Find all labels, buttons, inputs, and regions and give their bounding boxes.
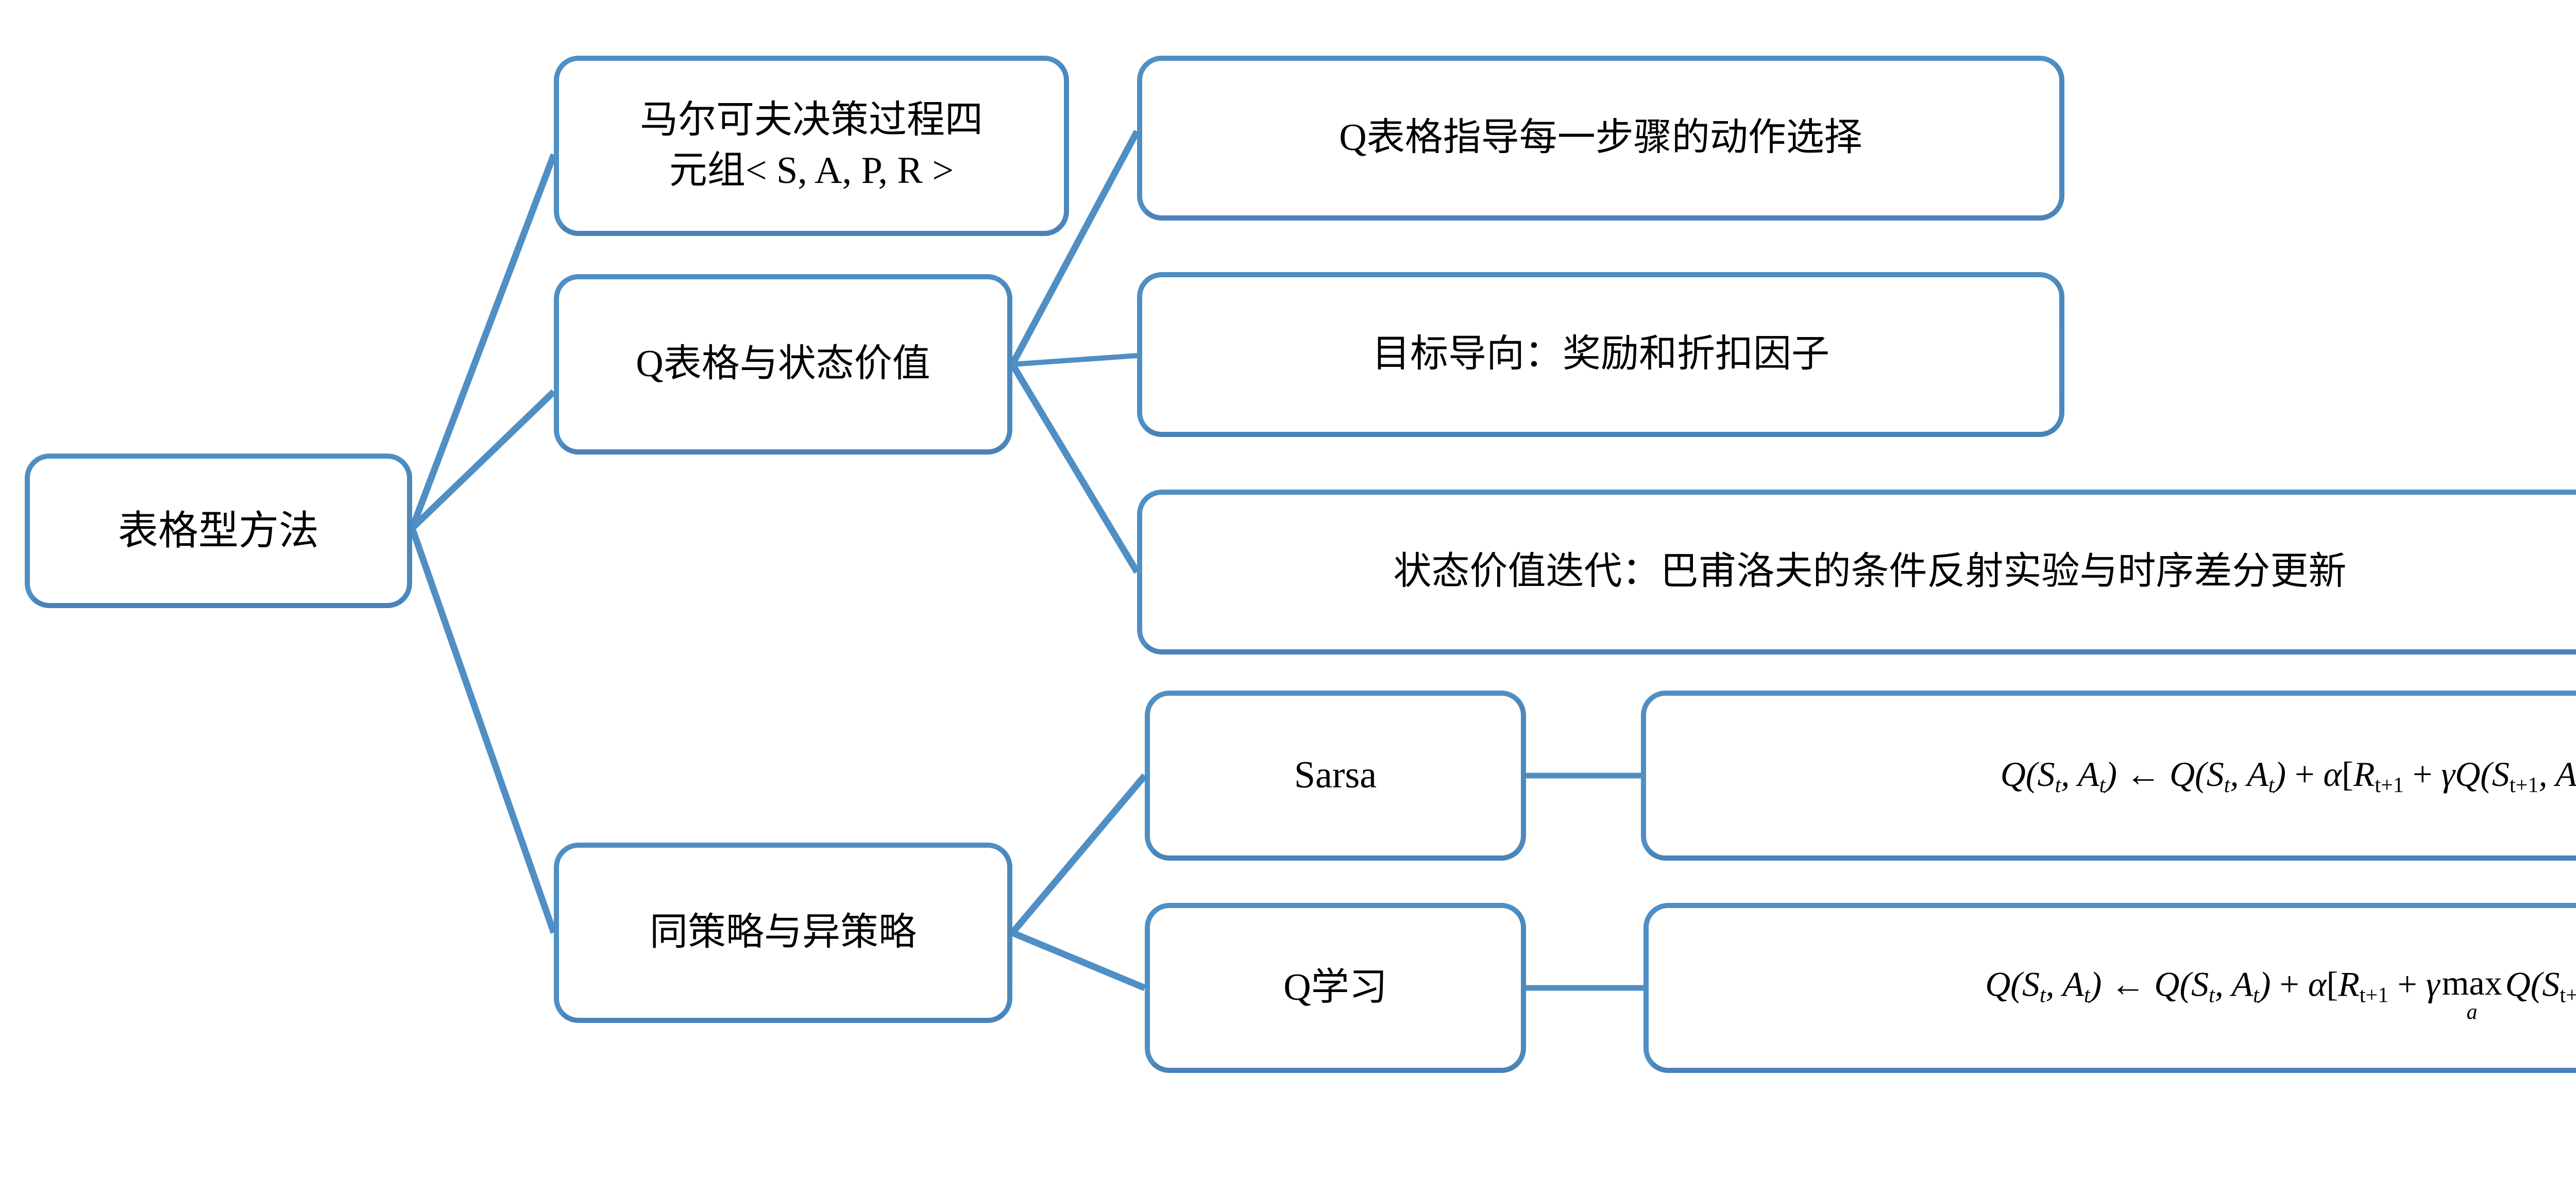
- node-value-iteration-label: 状态价值迭代：巴甫洛夫的条件反射实验与时序差分更新: [1393, 550, 2347, 593]
- edge-policy-to-qlearning: [1011, 929, 1146, 992]
- node-q-learning-label: Q学习: [1283, 966, 1387, 1009]
- node-mdp-tuple-label: 马尔可夫决策过程四 元组< S, A, P, R >: [640, 99, 983, 192]
- edge-root-to-mdp: [409, 153, 557, 530]
- edge-qtable-to-reward: [1012, 353, 1138, 367]
- edge-qtable-to-value: [1009, 362, 1140, 574]
- node-action-selection-label: Q表格指导每一步骤的动作选择: [1339, 116, 1862, 159]
- node-action-selection[interactable]: Q表格指导每一步骤的动作选择: [1137, 56, 2064, 221]
- node-sarsa-label: Sarsa: [1294, 754, 1377, 797]
- node-qtable-state-value[interactable]: Q表格与状态价值: [554, 274, 1012, 455]
- node-root-label: 表格型方法: [117, 508, 319, 553]
- edge-root-to-qtable: [410, 389, 556, 531]
- node-root[interactable]: 表格型方法: [25, 454, 412, 608]
- edge-qtable-to-action: [1009, 129, 1140, 366]
- node-reward-discount[interactable]: 目标导向：奖励和折扣因子: [1137, 272, 2064, 437]
- edge-root-to-policy: [409, 527, 557, 934]
- node-value-iteration[interactable]: 状态价值迭代：巴甫洛夫的条件反射实验与时序差分更新: [1137, 490, 2576, 654]
- edge-policy-to-sarsa: [1010, 773, 1147, 935]
- node-q-learning[interactable]: Q学习: [1145, 903, 1526, 1073]
- node-qtable-state-value-label: Q表格与状态价值: [636, 343, 930, 385]
- node-reward-discount-label: 目标导向：奖励和折扣因子: [1372, 333, 1829, 376]
- node-sarsa-equation[interactable]: Q(St, At) ← Q(St, At) + α[Rt+1 + γQ(St+1…: [1641, 691, 2576, 861]
- node-mdp-tuple[interactable]: 马尔可夫决策过程四 元组< S, A, P, R >: [554, 56, 1069, 236]
- node-sarsa[interactable]: Sarsa: [1145, 691, 1526, 861]
- node-on-off-policy-label: 同策略与异策略: [650, 911, 917, 954]
- sarsa-equation-text: Q(St, At) ← Q(St, At) + α[Rt+1 + γQ(St+1…: [2000, 754, 2576, 798]
- node-on-off-policy[interactable]: 同策略与异策略: [554, 843, 1012, 1023]
